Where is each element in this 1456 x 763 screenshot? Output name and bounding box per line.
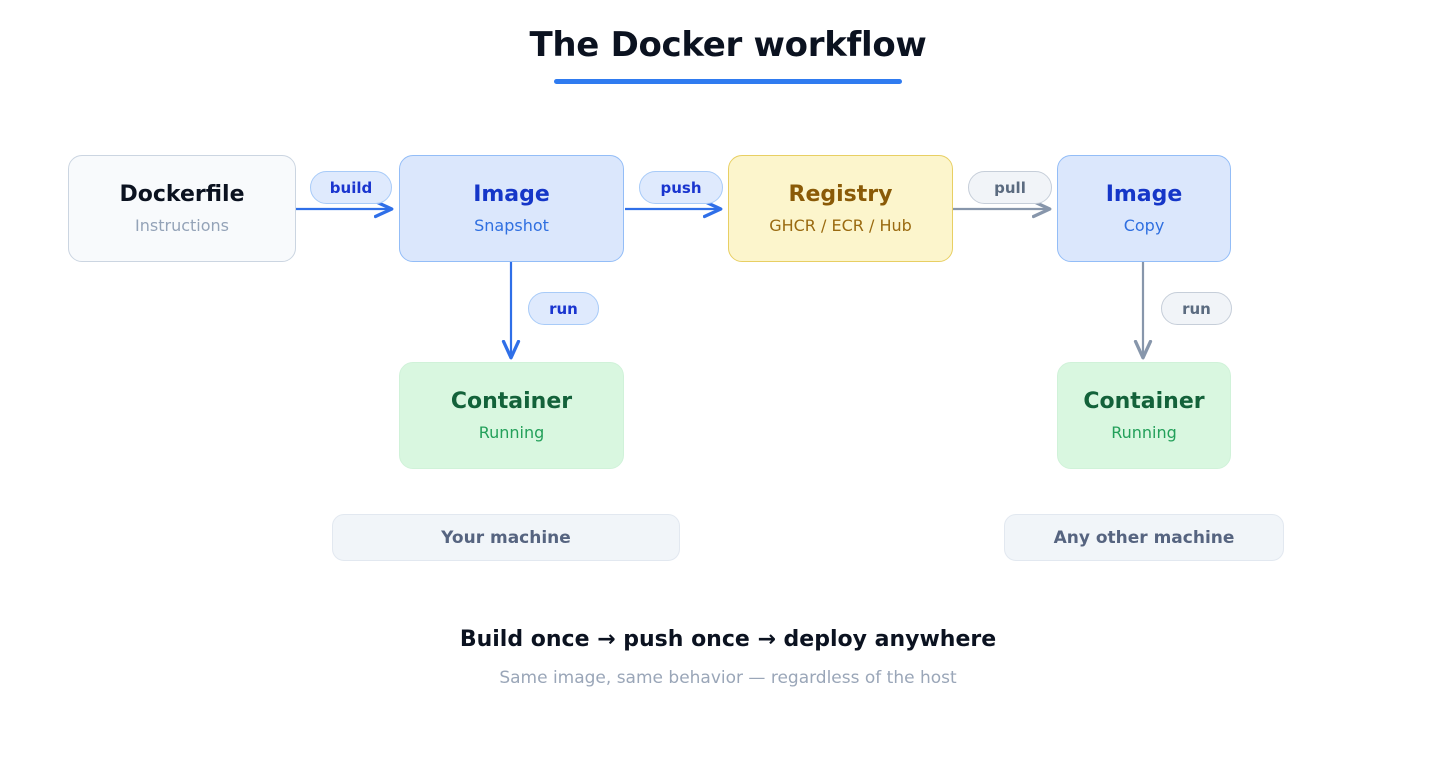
footer-headline: Build once → push once → deploy anywhere (459, 627, 997, 652)
node-dockerfile-title: Dockerfile (119, 181, 245, 207)
page-title: The Docker workflow (529, 25, 927, 65)
node-container-remote-subtitle: Running (1111, 423, 1177, 443)
node-image-remote-subtitle: Copy (1123, 216, 1165, 236)
node-image-remote[interactable]: Image Copy (1057, 155, 1231, 262)
edge-label-run-local[interactable]: run (528, 292, 599, 325)
edge-label-push[interactable]: push (639, 171, 723, 204)
node-container-remote[interactable]: Container Running (1057, 362, 1231, 469)
page-title-block: The Docker workflow (0, 25, 1456, 85)
edge-label-build[interactable]: build (310, 171, 392, 204)
node-container-remote-title: Container (1083, 388, 1205, 414)
node-image-local-subtitle: Snapshot (474, 216, 549, 236)
node-dockerfile[interactable]: Dockerfile Instructions (68, 155, 296, 262)
node-dockerfile-subtitle: Instructions (135, 216, 229, 236)
node-registry[interactable]: Registry GHCR / ECR / Hub (728, 155, 953, 262)
node-registry-title: Registry (788, 181, 893, 207)
node-image-remote-title: Image (1105, 181, 1183, 207)
node-container-local-title: Container (450, 388, 573, 414)
node-image-local[interactable]: Image Snapshot (399, 155, 624, 262)
node-container-local[interactable]: Container Running (399, 362, 624, 469)
node-container-local-subtitle: Running (478, 423, 545, 443)
edge-label-pull[interactable]: pull (968, 171, 1052, 204)
title-underline-rule (554, 79, 902, 85)
scope-any-other-machine[interactable]: Any other machine (1004, 514, 1284, 561)
node-registry-subtitle: GHCR / ECR / Hub (769, 216, 912, 236)
edge-label-run-remote[interactable]: run (1161, 292, 1232, 325)
node-image-local-title: Image (473, 181, 550, 207)
footer-subtext: Same image, same behavior — regardless o… (499, 668, 957, 688)
scope-your-machine[interactable]: Your machine (332, 514, 680, 561)
